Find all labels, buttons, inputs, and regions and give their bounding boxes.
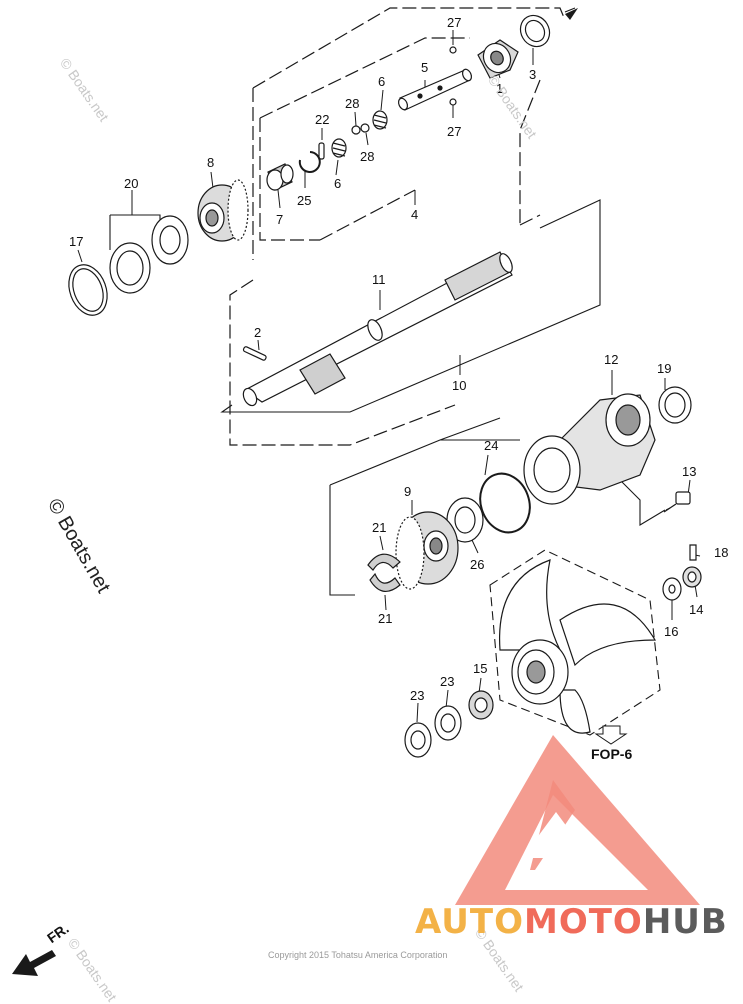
callout-27-bottom: 27 [447,124,461,139]
part-22-pin [318,142,325,160]
callout-8: 8 [207,155,214,170]
part-3-thrust-ring [519,14,551,48]
part-28-ball-b [360,123,370,133]
brand-logo-text: AUTOMOTOHUB [415,902,728,942]
part-5-shift-rod [397,68,473,111]
callout-6-lower: 6 [334,176,341,191]
part-15-bushing [468,690,494,720]
part-21-bearing-half-lower [369,572,401,592]
part-14-castle-nut [682,566,702,588]
callout-7: 7 [276,212,283,227]
callout-27-top: 27 [447,15,461,30]
callout-11: 11 [372,272,386,287]
callout-23-right: 23 [440,674,454,689]
part-26-ball-bearing [446,497,484,543]
callout-28-upper: 28 [345,96,359,111]
callout-26: 26 [470,557,484,572]
brand-part-hub: HUB [642,902,728,942]
group-outline-propeller [489,549,661,736]
part-6-spring-upper [372,110,388,130]
part-2-pin [242,346,267,361]
callout-18: 18 [714,545,728,560]
part-18-cotter-pin [689,544,697,561]
callout-20: 20 [124,176,138,191]
callout-6-upper: 6 [378,74,385,89]
copyright-notice: Copyright 2015 Tohatsu America Corporati… [268,950,448,960]
part-1-clutch-dog [477,39,519,79]
callout-2: 2 [254,325,261,340]
front-arrow-icon [12,950,56,976]
part-27-ball-upper [449,46,457,54]
callout-21-lower: 21 [378,611,392,626]
part-7-plunger [266,163,294,191]
callout-21-upper: 21 [372,520,386,535]
part-9-bevel-gear [395,511,459,590]
callout-12: 12 [604,352,618,367]
part-19-needle-bearing [658,386,692,424]
part-24-o-ring [479,472,531,534]
callout-4: 4 [411,207,418,222]
fop-reference-label: FOP-6 [591,746,633,762]
part-16-washer [662,577,682,601]
part-21-bearing-half-upper [367,553,401,571]
callout-10: 10 [452,378,466,393]
callout-14: 14 [689,602,703,617]
part-12-bearing-housing [523,393,656,505]
brand-logo-mark [455,735,700,905]
callout-19: 19 [657,361,671,376]
callout-24: 24 [484,438,498,453]
direction-arrow-icon [565,8,578,20]
callout-22: 22 [315,112,329,127]
bracket-lines [109,7,666,596]
propeller [498,559,657,734]
callout-13: 13 [682,464,696,479]
part-20-bearing [109,215,189,294]
brand-part-auto: AUTO [415,902,524,942]
callout-3: 3 [529,67,536,82]
part-23-oil-seal-a [434,705,462,741]
part-25-circlip [298,151,321,173]
brand-part-moto: MOTO [523,902,643,942]
callout-15: 15 [473,661,487,676]
group-outline-upper [229,7,566,446]
part-28-ball-a [351,125,361,135]
fop-arrow-icon [594,725,628,745]
callout-9: 9 [404,484,411,499]
part-6-spring-lower [331,138,347,158]
callout-28-lower: 28 [360,149,374,164]
part-27-ball-lower [449,98,457,106]
part-17-shim-ring [68,264,108,316]
callout-16: 16 [664,624,678,639]
callout-17: 17 [69,234,83,249]
callout-1: 1 [496,81,503,96]
callout-25: 25 [297,193,311,208]
part-13-bolt [663,491,691,513]
callout-23-left: 23 [410,688,424,703]
part-11-propeller-shaft [242,251,513,407]
part-23-oil-seal-b [404,722,432,758]
part-8-bevel-gear [197,179,249,242]
callout-5: 5 [421,60,428,75]
